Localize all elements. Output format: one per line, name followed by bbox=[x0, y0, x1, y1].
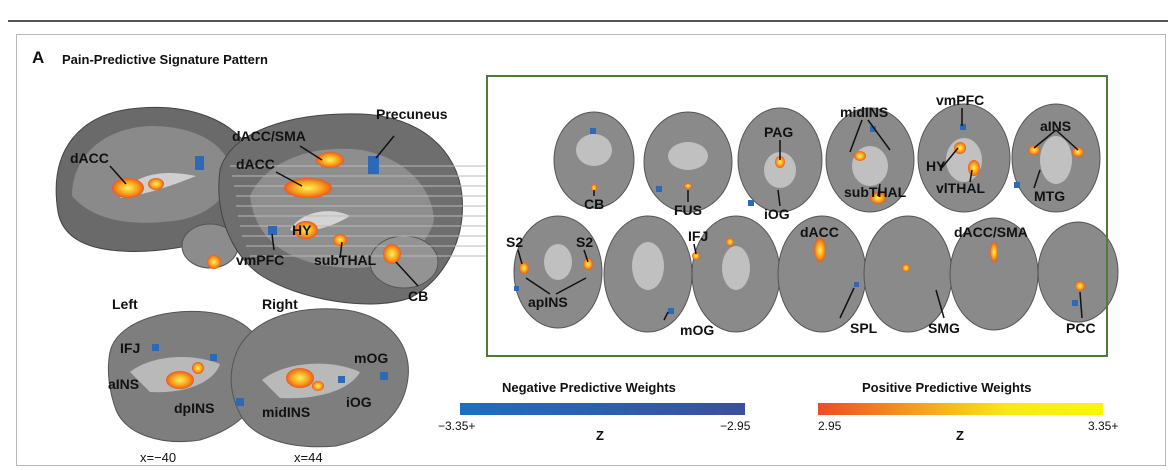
label-pag: PAG bbox=[764, 124, 794, 140]
label-dacc-lateral: dACC bbox=[236, 156, 275, 172]
positive-z-label: Z bbox=[956, 428, 964, 443]
negative-z-label: Z bbox=[596, 428, 604, 443]
label-pcc: PCC bbox=[1066, 320, 1096, 336]
label-cb-sagittal: CB bbox=[408, 288, 429, 304]
label-vmpfc: vmPFC bbox=[236, 252, 285, 268]
label-smg: SMG bbox=[928, 320, 960, 336]
label-mtg: MTG bbox=[1034, 188, 1066, 204]
label-dacc-sma-axial: dACC/SMA bbox=[954, 224, 1028, 240]
label-dpins: dpINS bbox=[174, 400, 215, 416]
label-ains-lateral: aINS bbox=[108, 376, 140, 392]
label-apins: apINS bbox=[528, 294, 568, 310]
negative-weights-title: Negative Predictive Weights bbox=[502, 380, 676, 395]
label-mog-lateral: mOG bbox=[354, 350, 389, 366]
axial-slices-inset bbox=[486, 75, 1108, 357]
label-spl: SPL bbox=[850, 320, 878, 336]
label-fus: FUS bbox=[674, 202, 702, 218]
label-mog-axial: mOG bbox=[680, 322, 715, 338]
positive-colorbar bbox=[818, 403, 1103, 415]
label-ifj-lateral: IFJ bbox=[120, 340, 141, 356]
negative-max-label: −2.95 bbox=[720, 419, 751, 433]
panel-title: Pain-Predictive Signature Pattern bbox=[62, 52, 268, 67]
label-ifj-axial: IFJ bbox=[688, 228, 709, 244]
label-vlthal: vlTHAL bbox=[936, 180, 985, 196]
label-right-hemisphere: Right bbox=[262, 296, 298, 312]
label-dacc-sma: dACC/SMA bbox=[232, 128, 306, 144]
positive-weights-title: Positive Predictive Weights bbox=[862, 380, 1032, 395]
negative-colorbar bbox=[460, 403, 745, 415]
label-iog-axial: iOG bbox=[764, 206, 790, 222]
negative-min-label: −3.35+ bbox=[438, 419, 476, 433]
label-vmpfc-axial: vmPFC bbox=[936, 92, 985, 108]
label-subthal-axial: subTHAL bbox=[844, 184, 907, 200]
positive-min-label: 2.95 bbox=[818, 419, 842, 433]
lateral-left-brain bbox=[107, 310, 267, 443]
label-hy-axial: HY bbox=[926, 158, 946, 174]
positive-max-label: 3.35+ bbox=[1088, 419, 1119, 433]
lateral-right-brain bbox=[230, 308, 409, 448]
label-subthal: subTHAL bbox=[314, 252, 377, 268]
label-hy: HY bbox=[292, 222, 312, 238]
label-midins-lateral: midINS bbox=[262, 404, 311, 420]
label-cb-axial: CB bbox=[584, 196, 605, 212]
label-left-hemisphere: Left bbox=[112, 296, 138, 312]
label-iog-lateral: iOG bbox=[346, 394, 372, 410]
top-rule bbox=[8, 20, 1168, 22]
label-midins-axial: midINS bbox=[840, 104, 889, 120]
panel-letter: A bbox=[32, 48, 45, 67]
label-s2-left: S2 bbox=[506, 234, 524, 250]
label-precuneus: Precuneus bbox=[376, 106, 448, 122]
label-x-left: x=−40 bbox=[140, 450, 177, 465]
label-dacc-axial: dACC bbox=[800, 224, 839, 240]
label-x-right: x=44 bbox=[294, 450, 323, 465]
label-dacc-medial: dACC bbox=[70, 150, 109, 166]
label-ains-axial: aINS bbox=[1040, 118, 1072, 134]
sagittal-right-slice bbox=[218, 113, 486, 305]
label-s2-right: S2 bbox=[576, 234, 594, 250]
